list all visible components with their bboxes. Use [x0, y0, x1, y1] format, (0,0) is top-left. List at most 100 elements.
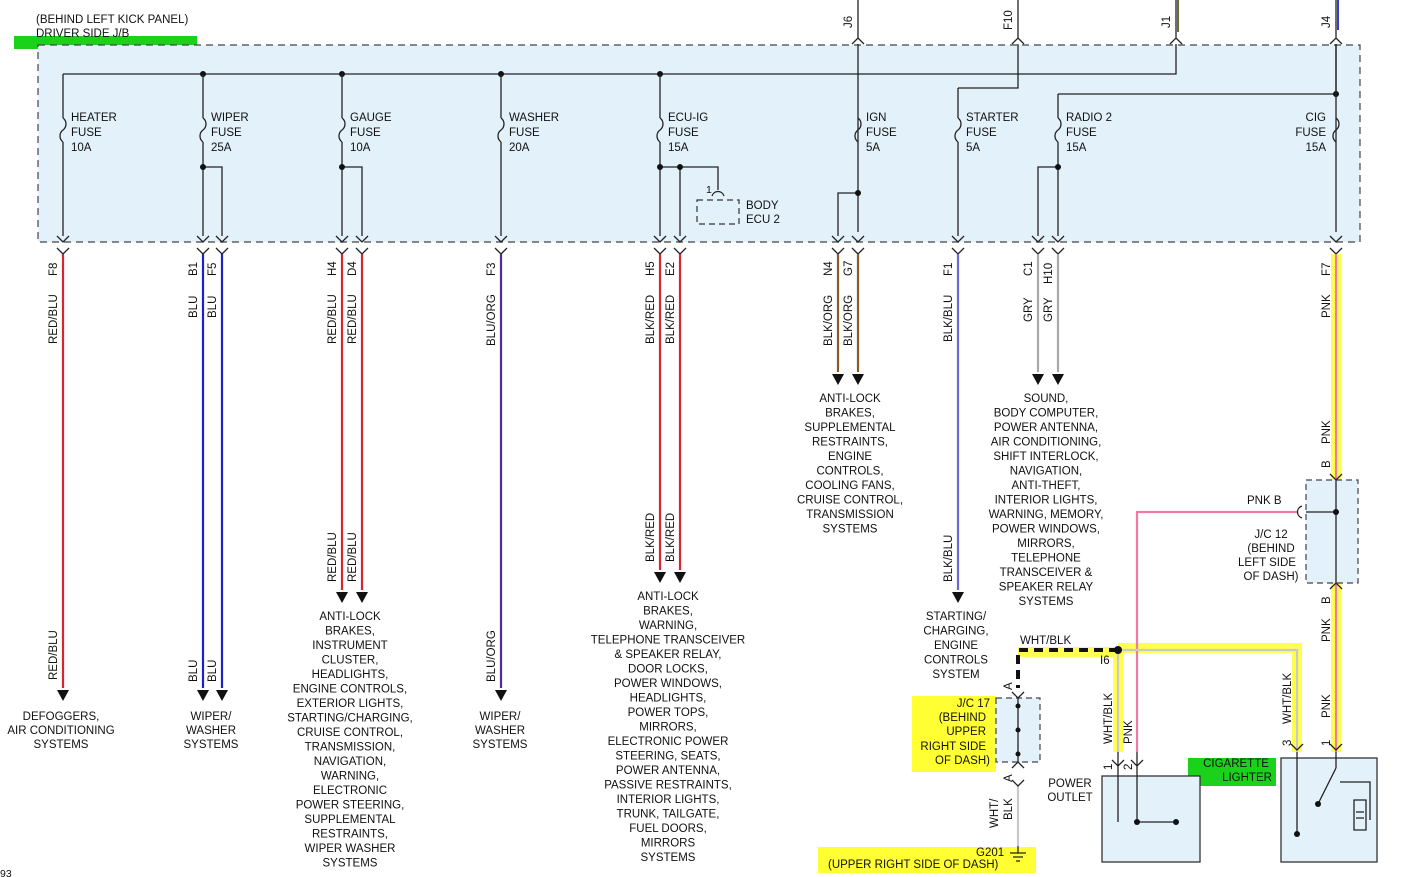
- destination-line: ANTI-LOCK: [637, 591, 699, 603]
- svg-text:RED/BLU: RED/BLU: [48, 294, 60, 344]
- destination-line: WARNING,: [321, 771, 379, 783]
- svg-text:FUSE: FUSE: [668, 127, 699, 139]
- destination-line: SYSTEMS: [323, 858, 378, 870]
- destination-line: BRAKES,: [825, 408, 875, 420]
- svg-text:IGN: IGN: [866, 112, 886, 124]
- svg-text:GRY: GRY: [1023, 297, 1035, 322]
- svg-text:G7: G7: [843, 261, 855, 276]
- svg-text:B: B: [1321, 460, 1333, 468]
- destination-line: ANTI-THEFT,: [1012, 480, 1081, 492]
- svg-text:BLU: BLU: [207, 296, 219, 318]
- svg-text:(UPPER RIGHT SIDE OF DASH): (UPPER RIGHT SIDE OF DASH): [828, 859, 999, 871]
- destination-line: POWER WINDOWS,: [992, 524, 1100, 536]
- jb-location: (BEHIND LEFT KICK PANEL): [36, 14, 188, 26]
- svg-text:10A: 10A: [71, 142, 92, 154]
- destination-line: POWER TOPS,: [628, 707, 709, 719]
- destination-line: SHIFT INTERLOCK,: [993, 451, 1098, 463]
- destination-line: ELECTRONIC: [313, 785, 387, 797]
- destination-line: BRAKES,: [643, 606, 693, 618]
- destination-line: STEERING, SEATS,: [615, 751, 720, 763]
- svg-text:(BEHIND: (BEHIND: [939, 712, 986, 724]
- conn-j1: J1: [1161, 16, 1173, 28]
- destination-line: CRUISE CONTROL,: [297, 727, 403, 739]
- destination-line: TRANSMISSION,: [305, 742, 396, 754]
- svg-text:F1: F1: [943, 263, 955, 276]
- svg-text:15A: 15A: [1306, 142, 1327, 154]
- svg-text:RED/BLU: RED/BLU: [48, 630, 60, 680]
- svg-text:10A: 10A: [350, 142, 371, 154]
- destination-line: RESTRAINTS,: [312, 829, 388, 841]
- svg-text:25A: 25A: [211, 142, 232, 154]
- destination-line: SUPPLEMENTAL: [304, 814, 396, 826]
- svg-text:STARTER: STARTER: [966, 112, 1019, 124]
- svg-text:PNK: PNK: [1321, 694, 1333, 718]
- destination-line: MIRRORS,: [1017, 538, 1075, 550]
- destination-line: RESTRAINTS,: [812, 437, 888, 449]
- svg-text:BLK/BLU: BLK/BLU: [943, 535, 955, 582]
- destination-line: ELECTRONIC POWER: [608, 736, 729, 748]
- wire-whtblk-lighter: [1118, 648, 1299, 752]
- svg-text:CIGARETTE: CIGARETTE: [1203, 758, 1269, 770]
- cigarette-lighter: 3 1 CIGARETTE LIGHTER: [1203, 740, 1378, 863]
- svg-text:RED/BLU: RED/BLU: [327, 532, 339, 582]
- svg-text:BLK/BLU: BLK/BLU: [943, 295, 955, 342]
- green-highlight-lighter: [1188, 758, 1276, 786]
- destination-line: NAVIGATION,: [1010, 466, 1082, 478]
- svg-text:LIGHTER: LIGHTER: [1222, 772, 1272, 784]
- svg-text:5A: 5A: [966, 142, 980, 154]
- destination-line: POWER STEERING,: [296, 800, 405, 812]
- destination-line: DOOR LOCKS,: [628, 664, 708, 676]
- dest-wiper: WIPER/ WASHER SYSTEMS: [184, 711, 239, 751]
- svg-text:FUSE: FUSE: [350, 127, 381, 139]
- svg-text:WIPER/: WIPER/: [480, 711, 522, 723]
- svg-text:H5: H5: [645, 261, 657, 276]
- destination-line: WARNING, MEMORY,: [989, 509, 1104, 521]
- destination-line: WARNING,: [639, 620, 697, 632]
- svg-text:RED/BLU: RED/BLU: [327, 294, 339, 344]
- destination-line: TRANSCEIVER &: [1000, 567, 1093, 579]
- destination-line: MIRRORS,: [639, 722, 697, 734]
- destination-line: CONTROLS: [924, 655, 988, 667]
- svg-text:WASHER: WASHER: [509, 112, 559, 124]
- svg-text:H10: H10: [1043, 263, 1055, 284]
- svg-text:OF DASH): OF DASH): [935, 755, 990, 767]
- svg-text:N4: N4: [823, 261, 835, 276]
- destination-line: SYSTEM: [932, 669, 979, 681]
- svg-text:BLU: BLU: [188, 296, 200, 318]
- dest-washer: WIPER/ WASHER SYSTEMS: [473, 711, 528, 751]
- dest-radio: SOUND,BODY COMPUTER,POWER ANTENNA,AIR CO…: [989, 393, 1104, 608]
- destination-line: CLUSTER,: [322, 655, 379, 667]
- page-fragment: 93: [0, 868, 12, 877]
- destination-line: CRUISE CONTROL,: [797, 495, 903, 507]
- svg-text:GRY: GRY: [1043, 297, 1055, 322]
- svg-text:A: A: [1003, 774, 1015, 782]
- destination-line: HEADLIGHTS,: [312, 669, 389, 681]
- svg-text:BLU/ORG: BLU/ORG: [486, 294, 498, 346]
- svg-text:FUSE: FUSE: [966, 127, 997, 139]
- svg-text:SYSTEMS: SYSTEMS: [34, 739, 89, 751]
- svg-text:WIPER/: WIPER/: [191, 711, 233, 723]
- destination-line: BRAKES,: [325, 626, 375, 638]
- svg-text:ECU-IG: ECU-IG: [668, 112, 708, 124]
- svg-text:WHT/BLK: WHT/BLK: [1020, 635, 1071, 647]
- svg-text:WASHER: WASHER: [186, 725, 236, 737]
- destination-line: & SPEAKER RELAY,: [615, 649, 722, 661]
- svg-text:RIGHT SIDE: RIGHT SIDE: [920, 741, 986, 753]
- top-connectors: J6 F10 J1 J4: [843, 0, 1343, 45]
- destination-line: AIR CONDITIONING,: [991, 437, 1102, 449]
- destination-line: ENGINE: [934, 640, 978, 652]
- destination-line: INSTRUMENT: [312, 640, 387, 652]
- svg-text:BLK/RED: BLK/RED: [645, 513, 657, 562]
- svg-text:1: 1: [706, 184, 712, 196]
- svg-text:WASHER: WASHER: [475, 725, 525, 737]
- destination-line: INTERIOR LIGHTS,: [995, 495, 1098, 507]
- destination-line: ENGINE CONTROLS,: [293, 684, 407, 696]
- destination-line: TRANSMISSION: [806, 509, 894, 521]
